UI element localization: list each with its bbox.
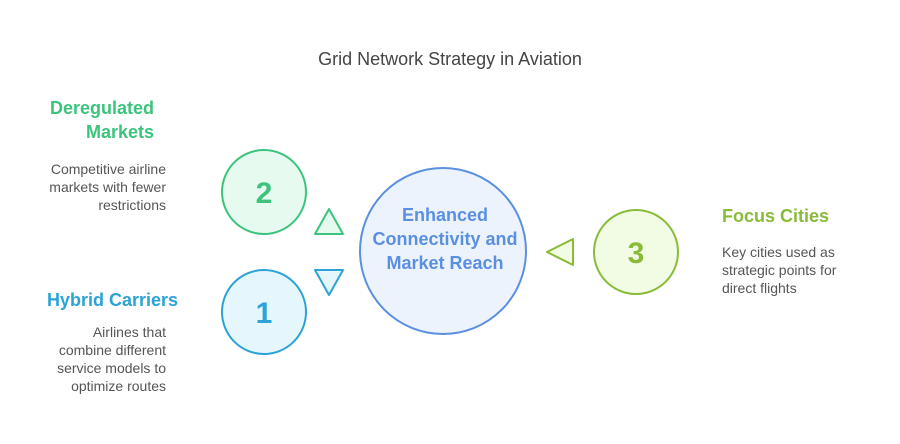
description-line: direct flights [722,280,797,296]
diagram-title: Grid Network Strategy in Aviation [318,49,582,69]
step-1-circle [221,269,307,355]
arrow-left-icon [546,238,574,266]
hybrid-carriers-heading: Hybrid Carriers [46,290,178,310]
heading-line: Markets [85,122,154,142]
description-line: optimize routes [71,378,166,394]
description-line: combine different [58,342,166,358]
description-line: service models to [57,360,166,376]
heading-line: Deregulated [49,98,154,118]
description-line: Airlines that [92,324,166,340]
description-line: restrictions [98,197,166,213]
description-line: Competitive airline [50,161,166,177]
description-line: strategic points for [722,262,837,278]
description-line: Key cities used as [722,244,835,260]
step-3-circle [593,209,679,295]
arrow-up-icon [314,208,344,235]
arrow-down-icon [314,269,344,296]
center-label: Enhanced Connectivity and Market Reach [372,205,518,273]
focus-cities-heading: Focus Cities [722,206,830,226]
step-3-number: 3 [628,237,645,270]
step-2-circle [221,149,307,235]
description-line: markets with fewer [49,179,166,195]
deregulated-markets-heading: Deregulated Markets [10,96,154,144]
step-1-number: 1 [256,297,273,330]
focus-cities-description: Key cities used as strategic points for … [722,243,892,297]
deregulated-markets-description: Competitive airline markets with fewer r… [10,160,166,214]
center-circle [359,167,527,335]
step-2-number: 2 [256,177,273,210]
hybrid-carriers-description: Airlines that combine different service … [10,323,166,395]
